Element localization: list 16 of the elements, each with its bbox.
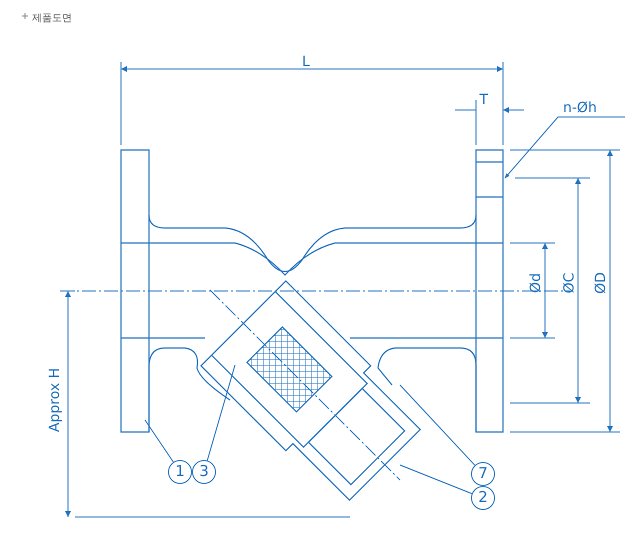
dimension-label: Approx H [47,368,64,432]
callout-number: 2 [471,486,495,510]
leader-line [504,116,626,178]
callout-number: 1 [168,460,192,484]
dimension-label: T [480,92,488,108]
leader-line [400,464,472,494]
leader-line [400,384,476,466]
leader-line [144,420,174,462]
page-title: 제품도면 [32,13,72,25]
callout-number: 3 [192,460,216,484]
callout-label: n-Øh [563,100,597,116]
leader-line [206,364,236,461]
dimension-label: L [302,54,310,70]
callout-number: 7 [471,462,495,486]
dimension-label: ØC [560,272,577,294]
dimension-label: ØD [592,272,609,294]
